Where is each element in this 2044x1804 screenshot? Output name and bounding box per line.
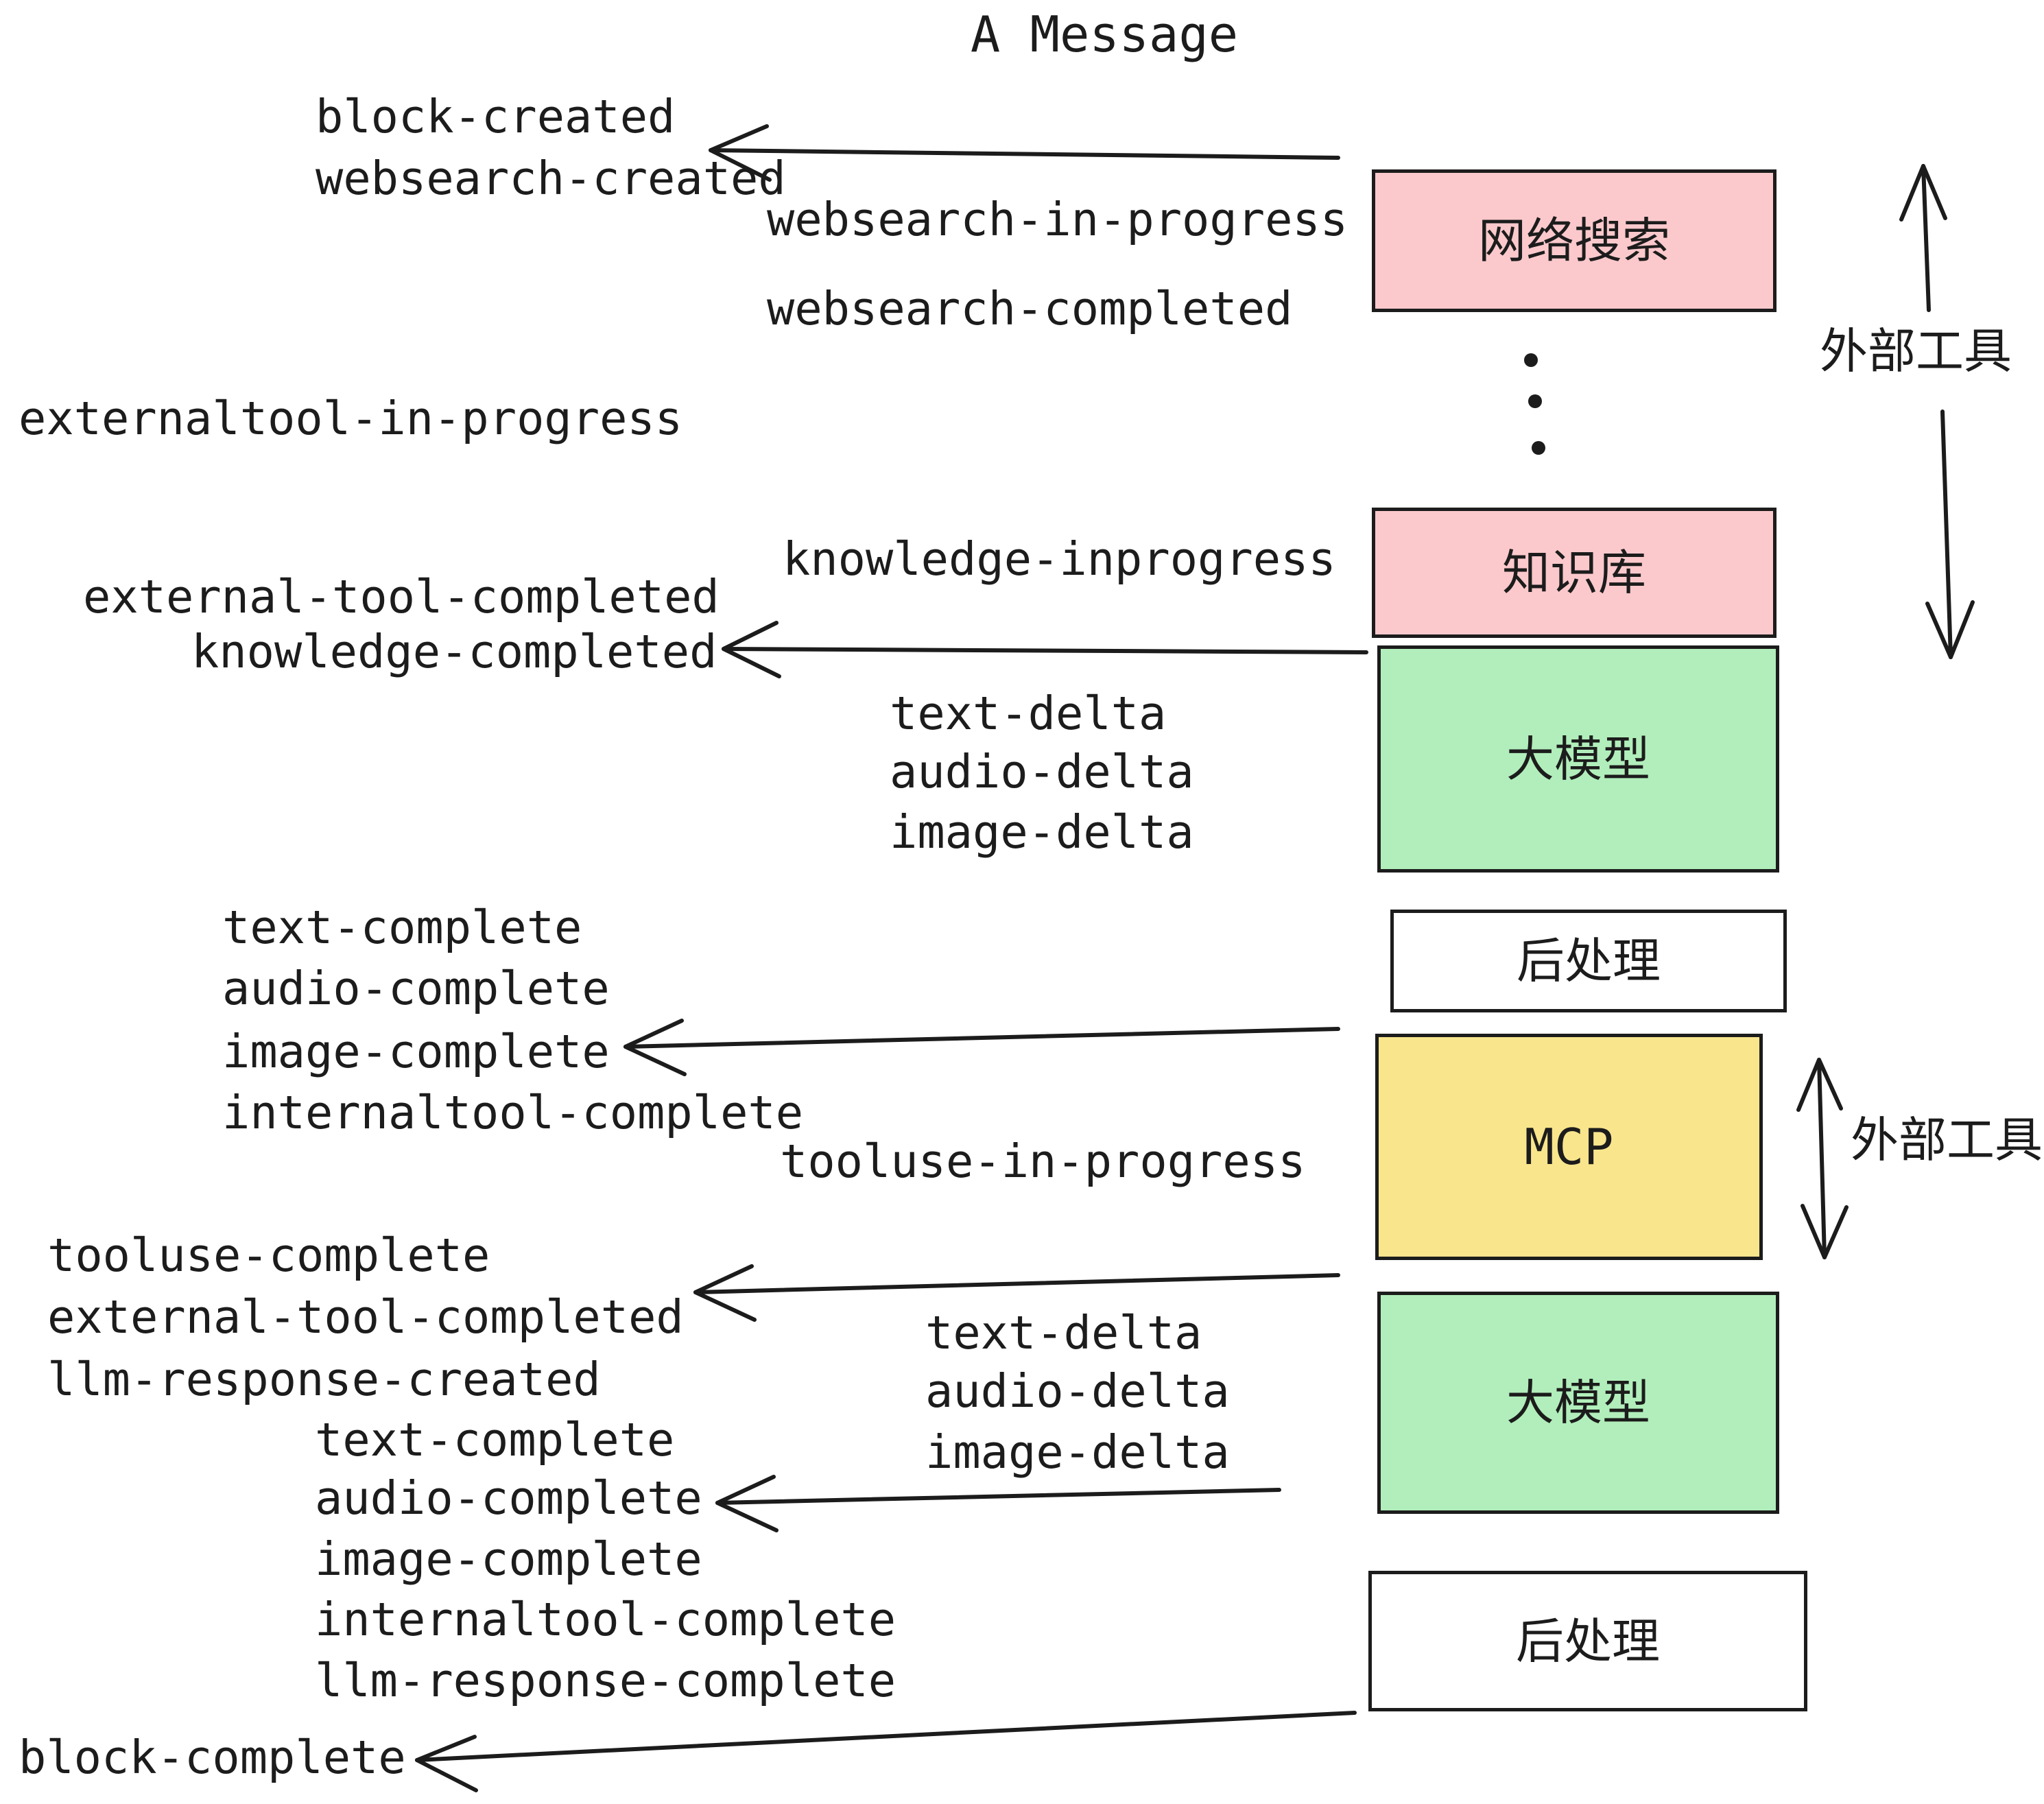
event-label-audio-delta-1: audio-delta — [890, 745, 1194, 798]
box-websearch: 网络搜索 — [1372, 169, 1776, 312]
box-llm-2-label: 大模型 — [1506, 1375, 1650, 1431]
event-label-llm-response-complete: llm-response-complete — [315, 1654, 896, 1707]
event-label-external-tool-completed-2: external-tool-completed — [47, 1290, 684, 1344]
box-mcp-label: MCP — [1524, 1118, 1614, 1176]
external-tools-down-arrow — [1925, 410, 1975, 659]
arrow-llm2-to-complete — [715, 1475, 1281, 1532]
box-llm-2: 大模型 — [1377, 1292, 1779, 1514]
event-label-external-tool-completed: external-tool-completed — [83, 570, 720, 624]
event-label-externaltool-in-progress: externaltool-in-progress — [19, 392, 683, 445]
arrow-postprocess2-to-block-complete — [415, 1711, 1357, 1792]
event-label-websearch-created: websearch-created — [316, 152, 786, 205]
mcp-double-arrow — [1796, 1058, 1849, 1259]
box-knowledge-label: 知识库 — [1502, 545, 1646, 601]
box-mcp: MCP — [1375, 1034, 1763, 1260]
external-tools-label-top: 外部工具 — [1820, 323, 2012, 379]
event-label-internaltool-complete-1: internaltool-complete — [222, 1086, 804, 1139]
event-label-text-delta-1: text-delta — [890, 687, 1167, 740]
event-label-websearch-completed: websearch-completed — [767, 282, 1293, 335]
ellipsis-dots — [1524, 353, 1545, 455]
arrow-mcp-to-tooluse-complete — [693, 1264, 1340, 1322]
box-postprocess-1-label: 后处理 — [1517, 933, 1661, 989]
event-label-block-complete: block-complete — [19, 1731, 406, 1784]
external-tools-up-arrow — [1899, 164, 1947, 312]
event-label-websearch-in-progress: websearch-in-progress — [767, 193, 1348, 246]
event-label-llm-response-created: llm-response-created — [47, 1353, 601, 1406]
event-label-text-complete-1: text-complete — [222, 901, 582, 954]
box-postprocess-1: 后处理 — [1390, 910, 1787, 1012]
event-label-audio-complete-1: audio-complete — [222, 962, 610, 1015]
event-label-image-delta-2: image-delta — [925, 1425, 1230, 1479]
box-llm-1-label: 大模型 — [1506, 731, 1650, 787]
event-label-image-complete-1: image-complete — [222, 1025, 610, 1078]
event-label-tooluse-complete: tooluse-complete — [47, 1229, 490, 1282]
box-websearch-label: 网络搜索 — [1478, 213, 1670, 269]
event-label-knowledge-inprogress: knowledge-inprogress — [783, 532, 1336, 586]
event-label-audio-complete-2: audio-complete — [315, 1471, 702, 1525]
event-label-text-delta-2: text-delta — [925, 1306, 1202, 1360]
event-label-internaltool-complete-2: internaltool-complete — [315, 1593, 896, 1646]
event-label-image-delta-1: image-delta — [890, 805, 1194, 859]
event-label-image-complete-2: image-complete — [315, 1532, 702, 1586]
diagram-title: A Message — [970, 5, 1239, 63]
event-label-block-created: block-created — [316, 90, 676, 143]
box-postprocess-2: 后处理 — [1368, 1571, 1807, 1711]
external-tools-label-middle: 外部工具 — [1851, 1112, 2043, 1168]
arrow-knowledge-to-completed — [722, 621, 1368, 678]
arrow-postprocess1-to-complete — [623, 1019, 1340, 1076]
box-postprocess-2-label: 后处理 — [1516, 1613, 1660, 1670]
box-llm-1: 大模型 — [1377, 645, 1779, 873]
event-label-knowledge-completed: knowledge-completed — [191, 625, 717, 678]
event-label-audio-delta-2: audio-delta — [925, 1364, 1230, 1418]
arrow-websearch-to-created — [709, 124, 1340, 182]
event-label-tooluse-in-progress: tooluse-in-progress — [780, 1135, 1306, 1188]
event-label-text-complete-2: text-complete — [315, 1413, 675, 1467]
box-knowledge: 知识库 — [1372, 508, 1776, 638]
